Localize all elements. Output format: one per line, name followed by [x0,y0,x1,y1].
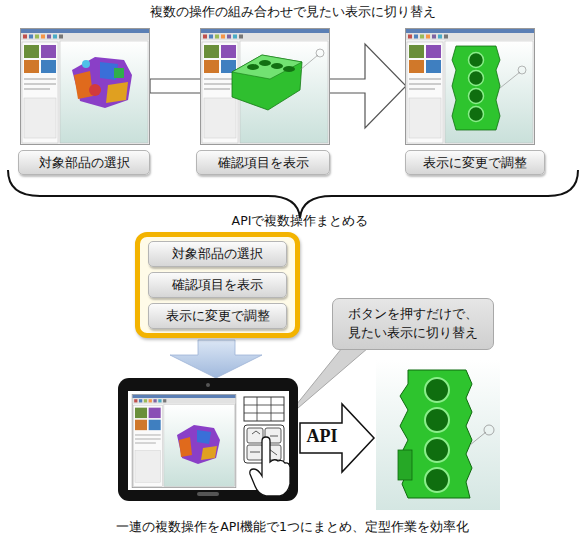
group-heading: APIで複数操作まとめる [200,213,400,230]
step-box: 確認項目を表示 [196,150,330,175]
api-group-box: APIで複数操作まとめる対象部品の選択確認項目を表示表示に変更で調整 [135,232,300,338]
diagram-title: 複数の操作の組み合わせで見たい表示に切り替え [0,3,585,21]
step-box: 表示に変更で調整 [148,303,287,329]
step-label: 確認項目を表示 [172,276,263,294]
step-box: 対象部品の選択 [148,241,287,267]
step-label: 対象部品の選択 [39,154,130,172]
callout-text: ボタンを押すだけで、 見たい表示に切り替え [341,305,485,343]
step-box: 対象部品の選択 [18,150,150,175]
step-label: 表示に変更で調整 [423,154,527,172]
step-label: 表示に変更で調整 [166,307,270,325]
speech-bubble: ボタンを押すだけで、 見たい表示に切り替え [332,298,494,350]
arrow-label: API [300,426,344,447]
step-label: 確認項目を表示 [218,154,309,172]
diagram-caption: 一連の複数操作をAPI機能で1つにまとめ、定型作業を効率化 [0,519,585,536]
step-box: 表示に変更で調整 [405,150,545,175]
step-label: 対象部品の選択 [172,245,263,263]
step-box: 確認項目を表示 [148,272,287,298]
